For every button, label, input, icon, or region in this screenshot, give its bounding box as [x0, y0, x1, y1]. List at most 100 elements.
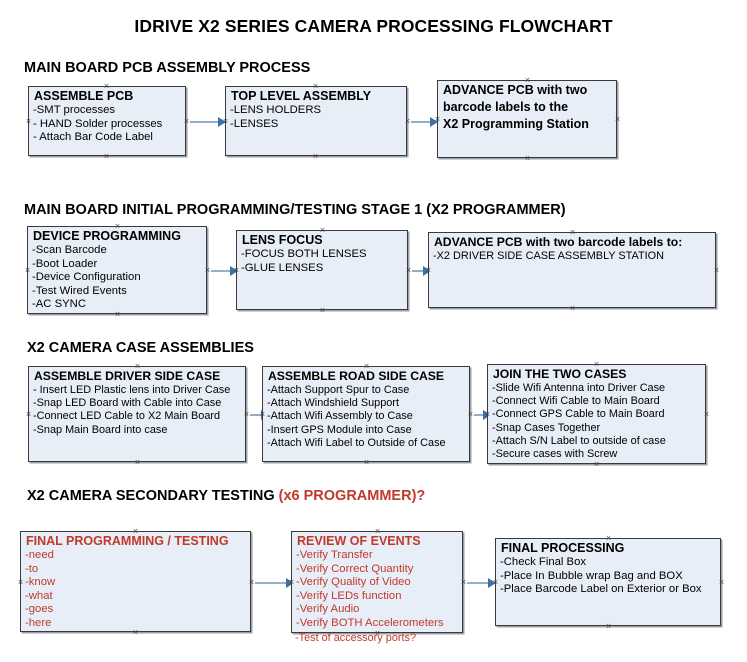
- section-heading-accent: (x6 PROGRAMMER)?: [278, 488, 426, 504]
- node-assemble-road-side-case[interactable]: ASSEMBLE ROAD SIDE CASE -Attach Support …: [262, 366, 470, 462]
- node-title: ADVANCE PCB with two: [443, 83, 588, 97]
- section-heading-text: MAIN BOARD PCB ASSEMBLY PROCESS: [24, 60, 311, 76]
- node-final-programming-testing[interactable]: FINAL PROGRAMMING / TESTING -need -to -k…: [20, 531, 251, 632]
- connector-review-events-to-final-processing: [467, 582, 491, 584]
- section-heading-main-board-initial-programming: MAIN BOARD INITIAL PROGRAMMING/TESTING S…: [24, 202, 566, 218]
- node-advance-pcb-programming-station[interactable]: ADVANCE PCB with two barcode labels to t…: [437, 80, 617, 158]
- node-line: -Verify Correct Quantity: [296, 562, 414, 575]
- node-line: -Attach Wifi Label to Outside of Case: [267, 436, 446, 449]
- node-lines: -need -to -know -what -goes -here: [21, 549, 250, 631]
- node-line: -here: [25, 616, 52, 629]
- node-title: TOP LEVEL ASSEMBLY: [231, 89, 372, 103]
- node-lines: -SMT processes - HAND Solder processes -…: [29, 104, 185, 145]
- arrowhead-icon: [423, 266, 431, 276]
- node-line: -SMT processes: [33, 104, 116, 116]
- node-line: -Verify BOTH Accelerometers: [296, 616, 444, 629]
- node-line: -Place Barcode Label on Exterior or Box: [500, 583, 702, 596]
- node-line: -Verify Quality of Video: [296, 576, 411, 589]
- node-title: ASSEMBLE PCB: [34, 89, 134, 103]
- section-heading-text: X2 CAMERA SECONDARY TESTING: [27, 488, 279, 504]
- section-heading-text: X2 CAMERA CASE ASSEMBLIES: [27, 340, 254, 356]
- node-line: -to: [25, 562, 39, 575]
- connector-driver-case-to-road-case: [250, 414, 264, 416]
- node-lens-focus[interactable]: LENS FOCUS -FOCUS BOTH LENSES -GLUE LENS…: [236, 230, 408, 310]
- connector-final-programming-to-review-events: [255, 582, 289, 584]
- node-top-level-assembly[interactable]: TOP LEVEL ASSEMBLY -LENS HOLDERS -LENSES: [225, 86, 407, 156]
- node-line: - HAND Solder processes: [33, 117, 163, 130]
- section-heading-x2-camera-case-assemblies: X2 CAMERA CASE ASSEMBLIES: [27, 340, 254, 356]
- connector-top-level-to-advance-pcb: [411, 121, 433, 123]
- node-line: -Slide Wifi Antenna into Driver Case: [492, 382, 666, 394]
- arrowhead-icon: [488, 578, 496, 588]
- node-line: -Device Configuration: [32, 271, 141, 284]
- node-title: ADVANCE PCB with two barcode labels to:: [434, 235, 683, 249]
- node-line: -GLUE LENSES: [241, 261, 324, 274]
- node-line: -Attach Wifi Assembly to Case: [267, 410, 413, 423]
- page-title: IDRIVE X2 SERIES CAMERA PROCESSING FLOWC…: [134, 16, 613, 36]
- node-line: -Attach S/N Label to outside of case: [492, 434, 666, 447]
- node-line: -what: [25, 589, 53, 602]
- node-title: REVIEW OF EVENTS: [297, 534, 421, 548]
- node-lines: -X2 DRIVER SIDE CASE ASSEMBLY STATION: [429, 250, 715, 263]
- node-device-programming[interactable]: DEVICE PROGRAMMING -Scan Barcode -Boot L…: [27, 226, 207, 314]
- node-line: -need: [25, 549, 54, 561]
- section-heading-main-board-pcb-assembly: MAIN BOARD PCB ASSEMBLY PROCESS: [24, 60, 310, 76]
- arrowhead-icon: [218, 117, 226, 127]
- node-line: -Attach Windshield Support: [267, 397, 399, 410]
- node-review-of-events[interactable]: REVIEW OF EVENTS -Verify Transfer -Verif…: [291, 531, 463, 633]
- node-lines: -Scan Barcode -Boot Loader -Device Confi…: [28, 244, 206, 312]
- node-title: FINAL PROGRAMMING / TESTING: [26, 534, 229, 548]
- node-line: -Verify LEDs function: [296, 589, 402, 602]
- node-final-processing[interactable]: FINAL PROCESSING -Check Final Box -Place…: [495, 538, 721, 626]
- node-line: -goes: [25, 603, 54, 616]
- node-assemble-driver-side-case[interactable]: ASSEMBLE DRIVER SIDE CASE - Insert LED P…: [28, 366, 246, 462]
- node-line: -Connect Wifi Cable to Main Board: [492, 395, 660, 408]
- node-line: -Boot Loader: [32, 257, 98, 270]
- node-line: -FOCUS BOTH LENSES: [241, 248, 367, 260]
- node-line: - Insert LED Plastic lens into Driver Ca…: [33, 384, 231, 396]
- node-line: -Verify Audio: [296, 603, 360, 616]
- node-lines: -Attach Support Spur to Case -Attach Win…: [263, 384, 469, 450]
- connector-device-programming-to-lens-focus: [211, 270, 233, 272]
- arrowhead-icon: [286, 578, 294, 588]
- node-line: -Place In Bubble wrap Bag and BOX: [500, 569, 683, 582]
- node-title: DEVICE PROGRAMMING: [33, 229, 181, 243]
- node-lines: -FOCUS BOTH LENSES -GLUE LENSES: [237, 248, 407, 275]
- node-line: -Snap LED Board with Cable into Case: [33, 397, 222, 410]
- node-advance-pcb-driver-side-station[interactable]: ADVANCE PCB with two barcode labels to: …: [428, 232, 716, 308]
- node-title: JOIN THE TWO CASES: [493, 367, 627, 381]
- node-join-the-two-cases[interactable]: JOIN THE TWO CASES -Slide Wifi Antenna i…: [487, 364, 706, 464]
- arrowhead-icon: [230, 266, 238, 276]
- node-line: -Insert GPS Module into Case: [267, 423, 412, 436]
- node-line: -Connect LED Cable to X2 Main Board: [33, 410, 221, 423]
- node-line: -Check Final Box: [500, 556, 587, 568]
- node-lines: - Insert LED Plastic lens into Driver Ca…: [29, 384, 245, 437]
- connector-lens-focus-to-advance-pcb-driver: [412, 270, 426, 272]
- node-overflow-line: -Test of accessory ports?: [295, 632, 417, 644]
- node-line: -Connect GPS Cable to Main Board: [492, 408, 665, 421]
- node-line: -Secure cases with Screw: [492, 448, 618, 461]
- node-title-line3: X2 Programming Station: [443, 117, 589, 131]
- node-line: -Scan Barcode: [32, 244, 107, 256]
- node-title: LENS FOCUS: [242, 233, 323, 247]
- arrowhead-icon: [430, 117, 438, 127]
- node-line: -Snap Main Board into case: [33, 423, 168, 436]
- node-line: -X2 DRIVER SIDE CASE ASSEMBLY STATION: [433, 250, 664, 262]
- node-line: -Snap Cases Together: [492, 421, 601, 434]
- node-line: -Verify Transfer: [296, 549, 373, 561]
- node-line: -LENSES: [230, 117, 279, 130]
- node-assemble-pcb[interactable]: ASSEMBLE PCB -SMT processes - HAND Solde…: [28, 86, 186, 156]
- node-line: -know: [25, 576, 56, 589]
- node-lines: -Slide Wifi Antenna into Driver Case -Co…: [488, 382, 705, 461]
- node-title: ASSEMBLE DRIVER SIDE CASE: [34, 369, 221, 383]
- connector-road-case-to-join-cases: [474, 414, 486, 416]
- section-heading-text: MAIN BOARD INITIAL PROGRAMMING/TESTING S…: [24, 202, 566, 218]
- node-lines: -Verify Transfer -Verify Correct Quantit…: [292, 549, 462, 631]
- section-heading-x2-camera-secondary-testing: X2 CAMERA SECONDARY TESTING (x6 PROGRAMM…: [27, 488, 425, 504]
- node-line: -LENS HOLDERS: [230, 104, 322, 116]
- node-line: -AC SYNC: [32, 298, 86, 311]
- node-title: ASSEMBLE ROAD SIDE CASE: [268, 369, 445, 383]
- node-line: -Test Wired Events: [32, 284, 127, 297]
- node-title-line2: barcode labels to the: [443, 100, 569, 114]
